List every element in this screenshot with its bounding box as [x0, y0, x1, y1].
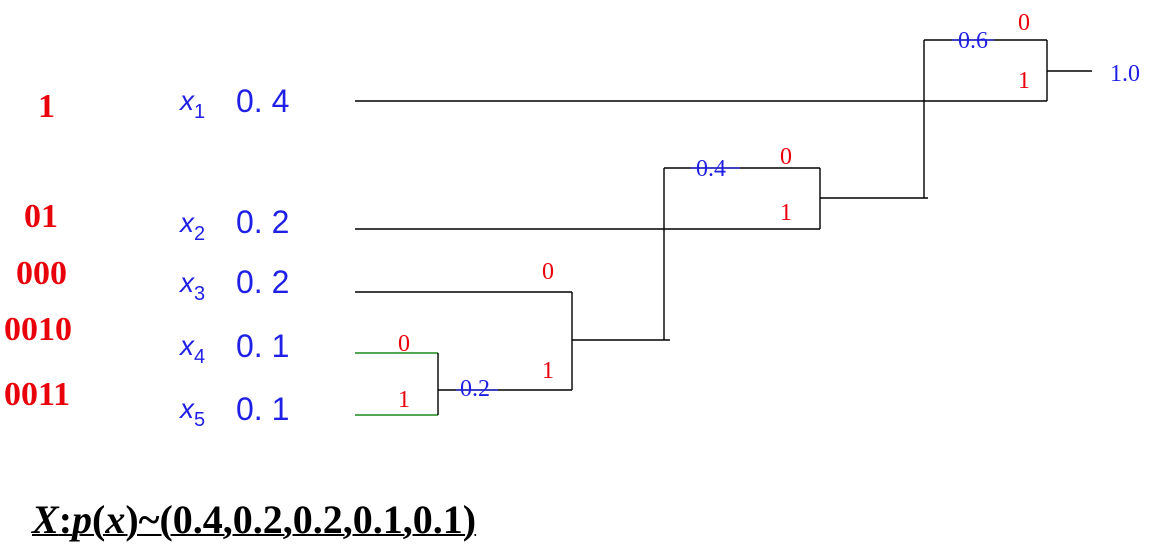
merge4-bit-lower: 1 [1018, 68, 1030, 94]
symbol-x5: x5 [178, 393, 205, 431]
merge2-bit-upper: 0 [542, 259, 554, 285]
probability-x2: 0. 2 [236, 204, 289, 240]
codeword-x4: 0010 [4, 311, 72, 348]
codeword-x2: 01 [24, 198, 58, 235]
probability-x5: 0. 1 [236, 391, 289, 427]
distribution-formula: X:p(x)~(0.4,0.2,0.2,0.1,0.1) [32, 497, 477, 542]
codeword-x3: 000 [16, 255, 67, 292]
codeword-x1: 1 [38, 88, 55, 125]
merge2-bit-lower: 1 [542, 358, 554, 384]
merge3-sum: 0.4 [696, 156, 726, 182]
merge3-bit-lower: 1 [780, 200, 792, 226]
merge3-bit-upper: 0 [780, 144, 792, 170]
merge1-sum: 0.2 [460, 376, 490, 402]
probability-x1: 0. 4 [236, 83, 289, 119]
symbol-x4: x4 [178, 330, 205, 368]
symbol-x2: x2 [178, 207, 205, 245]
merge4-sum: 0.6 [958, 28, 988, 54]
codeword-x5: 0011 [4, 376, 70, 413]
probability-x4: 0. 1 [236, 328, 289, 364]
merge1-bit-lower: 1 [398, 387, 410, 413]
root-probability: 1.0 [1110, 61, 1140, 87]
merge4-bit-upper: 0 [1018, 10, 1030, 36]
symbol-x1: x1 [178, 85, 205, 123]
symbol-x3: x3 [178, 267, 205, 305]
merge1-bit-upper: 0 [398, 331, 410, 357]
probability-x3: 0. 2 [236, 264, 289, 300]
